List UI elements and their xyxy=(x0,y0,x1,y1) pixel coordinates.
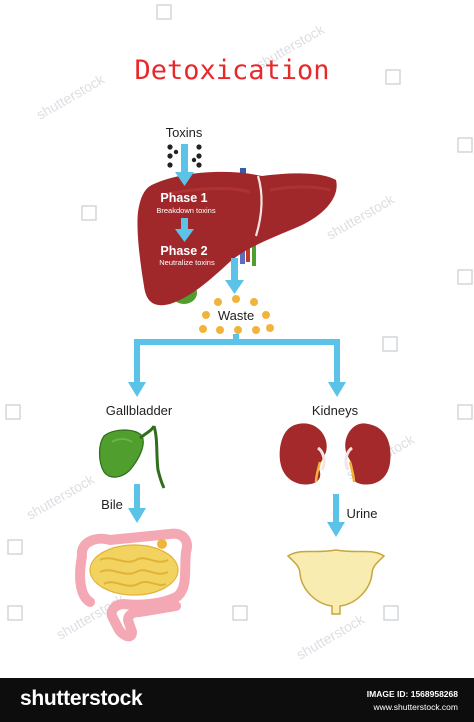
phase2-title: Phase 2 xyxy=(160,244,207,258)
svg-text:shutterstock: shutterstock xyxy=(294,611,368,663)
stock-footer: shutterstock IMAGE ID: 1568958268 www.sh… xyxy=(0,678,474,722)
bile-duct xyxy=(252,240,256,266)
phase-arrow xyxy=(175,218,194,242)
bile-arrow xyxy=(128,484,146,523)
toxin-particles xyxy=(167,144,202,168)
kidneys xyxy=(279,423,391,485)
footer-image-id: IMAGE ID: 1568958268 xyxy=(366,689,458,699)
svg-text:shutterstock: shutterstock xyxy=(324,191,398,243)
footer-url[interactable]: www.shutterstock.com xyxy=(373,702,458,712)
split-connector xyxy=(128,334,346,397)
phase1-subtitle: Breakdown toxins xyxy=(156,206,215,215)
diagram-title: Detoxication xyxy=(134,55,329,86)
liver-to-waste-arrow xyxy=(225,258,244,294)
svg-text:shutterstock: shutterstock xyxy=(24,471,98,523)
gallbladder xyxy=(98,425,166,489)
intestines xyxy=(75,528,192,642)
phase2-subtitle: Neutralize toxins xyxy=(159,258,215,267)
phase1-title: Phase 1 xyxy=(160,191,207,205)
liver-body xyxy=(137,171,337,306)
detoxication-diagram: shutterstock shutterstock shutterstock s… xyxy=(5,4,473,663)
toxins-arrow xyxy=(175,144,194,186)
footer-logo[interactable]: shutterstock xyxy=(20,687,143,710)
waste-particles xyxy=(199,295,274,334)
liver xyxy=(137,168,337,306)
toxins-label: Toxins xyxy=(166,125,203,140)
urine-label: Urine xyxy=(346,506,377,521)
bladder xyxy=(286,549,386,615)
gallbladder-label: Gallbladder xyxy=(106,403,173,418)
svg-text:shutterstock: shutterstock xyxy=(34,71,108,123)
bile-label: Bile xyxy=(101,497,123,512)
kidneys-label: Kidneys xyxy=(312,403,359,418)
falciform-ligament xyxy=(254,175,263,237)
urine-arrow xyxy=(327,494,345,537)
waste-label: Waste xyxy=(218,308,254,323)
